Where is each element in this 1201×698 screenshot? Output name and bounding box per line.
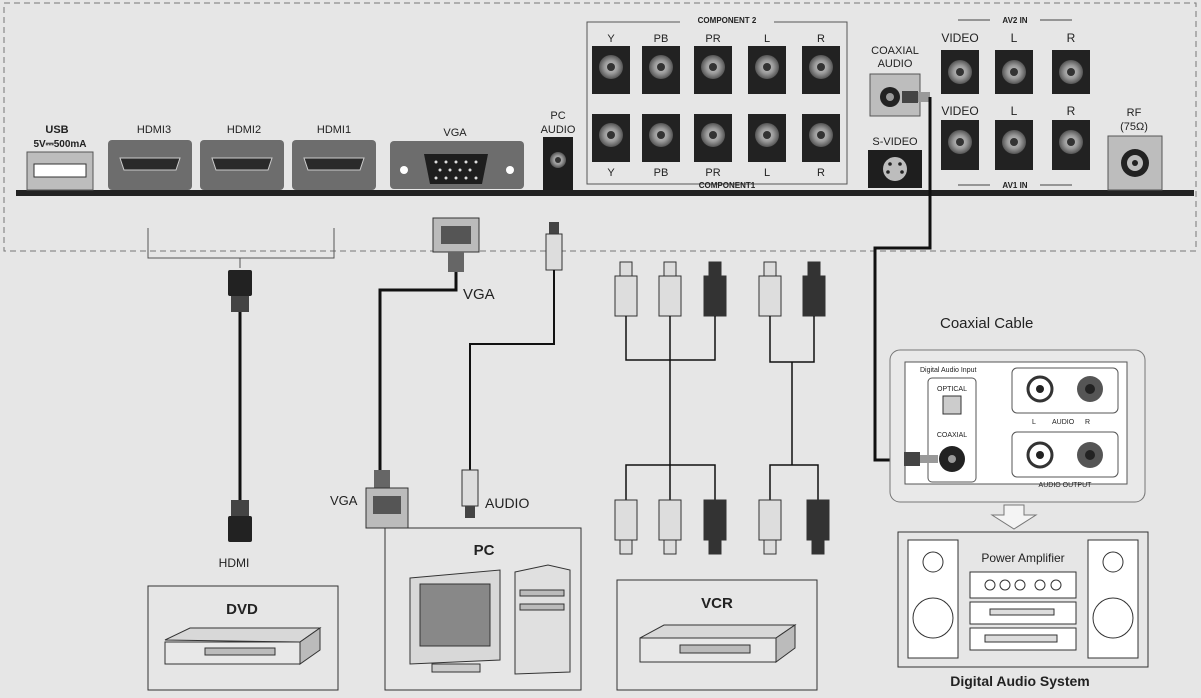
hdmi2-port: HDMI2 [200, 124, 284, 190]
svg-text:PR: PR [705, 167, 720, 179]
pc-audio-label-2: AUDIO [541, 124, 576, 136]
audio-cable: AUDIO [461, 222, 563, 518]
svg-text:R: R [817, 33, 825, 45]
digital-audio-input-panel: Digital Audio Input OPTICAL COAXIAL L AU… [889, 349, 1146, 530]
power-amplifier-label: Power Amplifier [981, 551, 1064, 565]
svg-text:PB: PB [654, 167, 669, 179]
vga-cable-label-top: VGA [463, 286, 495, 303]
s-video-port: S-VIDEO [868, 136, 922, 188]
usb-power-label: 5V⎓500mA [33, 139, 86, 150]
dvd-label: DVD [226, 601, 258, 618]
audio-output-label: AUDIO OUTPUT [1039, 482, 1093, 489]
hdmi3-label: HDMI3 [137, 124, 171, 136]
svg-text:L: L [1011, 104, 1018, 118]
rf-label-2: (75Ω) [1120, 121, 1148, 133]
s-video-label: S-VIDEO [872, 136, 918, 148]
svg-text:R: R [817, 167, 825, 179]
svg-text:R: R [1067, 31, 1076, 45]
usb-port: USB 5V⎓500mA [26, 124, 94, 191]
svg-text:L: L [764, 33, 770, 45]
av1-in-label: AV1 IN [1002, 181, 1027, 190]
coaxial-cable: Coaxial Cable [873, 91, 1033, 462]
av2-in-block: AV2 IN VIDEO L R [941, 16, 1090, 94]
svg-text:PB: PB [654, 33, 669, 45]
av1-in-block: VIDEO L R AV1 IN [941, 104, 1090, 190]
pc-audio-port: PC AUDIO [541, 110, 576, 190]
svg-text:Y: Y [607, 167, 615, 179]
rf-port: RF (75Ω) [1107, 107, 1163, 191]
av2-in-label: AV2 IN [1002, 16, 1027, 25]
audio-label: AUDIO [1052, 419, 1075, 426]
svg-text:VIDEO: VIDEO [941, 104, 978, 118]
coaxial-label-1: COAXIAL [871, 45, 919, 57]
hdmi1-label: HDMI1 [317, 124, 351, 136]
digital-audio-system-label: Digital Audio System [950, 673, 1090, 689]
vcr-device: VCR [616, 579, 818, 691]
hdmi3-port: HDMI3 [108, 124, 192, 190]
hdmi2-label: HDMI2 [227, 124, 261, 136]
component-block: COMPONENT 2 COMPONENT1 Y PB PR L R [586, 14, 848, 190]
svg-text:L: L [764, 167, 770, 179]
tv-back-panel: USB 5V⎓500mA HDMI3 HDMI2 HDMI1 VGA [3, 2, 1197, 252]
vcr-label: VCR [701, 595, 733, 612]
audio-r-label: R [1085, 419, 1090, 426]
optical-label: OPTICAL [937, 386, 967, 393]
digital-audio-system: Power Amplifier Digital Audio System [897, 531, 1149, 689]
svg-text:R: R [1067, 104, 1076, 118]
coaxial-input-label: COAXIAL [937, 432, 967, 439]
component-cables [614, 261, 830, 555]
audio-l-label: L [1032, 419, 1036, 426]
coaxial-label-2: AUDIO [878, 58, 913, 70]
dvd-device: DVD [147, 585, 339, 691]
component2-label: COMPONENT 2 [698, 16, 757, 25]
component1-jacks: Y PB PR L R [592, 114, 840, 179]
hdmi1-port: HDMI1 [292, 124, 376, 190]
component2-jacks: Y PB PR L R [592, 33, 840, 94]
usb-label: USB [45, 124, 68, 136]
pc-device: PC [384, 527, 582, 691]
hdmi-cable: HDMI [147, 228, 335, 570]
digital-audio-input-label: Digital Audio Input [920, 367, 976, 374]
audio-cable-label: AUDIO [485, 495, 529, 511]
coaxial-cable-label: Coaxial Cable [940, 315, 1033, 332]
svg-text:PR: PR [705, 33, 720, 45]
coaxial-audio-port: COAXIAL AUDIO [869, 45, 921, 117]
vga-cable-label-bottom: VGA [330, 493, 358, 508]
svg-text:L: L [1011, 31, 1018, 45]
svg-text:VIDEO: VIDEO [941, 31, 978, 45]
rf-label-1: RF [1127, 107, 1142, 119]
vga-port-label: VGA [443, 127, 467, 139]
svg-text:Y: Y [607, 33, 615, 45]
vga-port: VGA [390, 127, 524, 189]
pc-label: PC [474, 542, 495, 559]
component1-label: COMPONENT1 [699, 181, 756, 190]
pc-audio-label-1: PC [550, 110, 565, 122]
hdmi-cable-label: HDMI [219, 556, 250, 570]
